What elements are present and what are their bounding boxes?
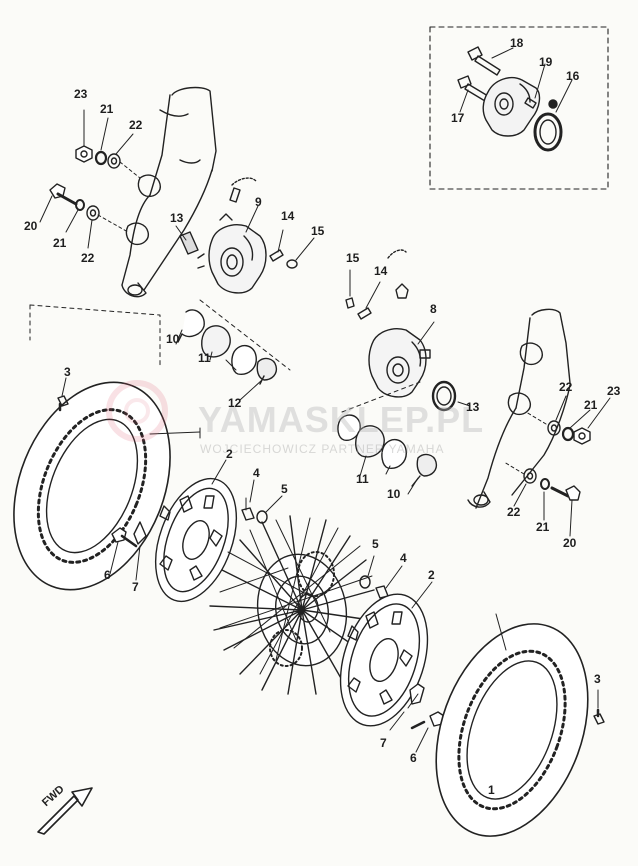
label-19: 19 [539, 55, 553, 69]
label-6-left: 6 [104, 568, 111, 582]
label-6-right: 6 [410, 751, 417, 765]
right-brake-pads [337, 381, 438, 495]
label-3-right: 3 [594, 672, 601, 686]
watermark-title: YAMASKLEP.PL [198, 399, 485, 440]
label-22-right-top: 22 [559, 380, 573, 394]
label-11-right: 11 [356, 472, 369, 486]
wire-spoke-hub [209, 515, 375, 695]
label-14-left: 14 [281, 209, 295, 223]
label-9: 9 [255, 195, 262, 209]
label-21-left-bottom: 21 [53, 236, 67, 250]
label-22-left-bottom: 22 [81, 251, 95, 265]
watermark-logo [106, 380, 168, 442]
left-brake-pads [29, 299, 291, 401]
label-20-left: 20 [24, 219, 38, 233]
right-disc-flange [339, 581, 433, 727]
right-top-fasteners [525, 395, 611, 445]
left-caliper [175, 205, 315, 294]
right-caliper [345, 269, 471, 412]
watermark-subtitle: WOJCIECHOWICZ PARTNER YAMAHA [200, 442, 445, 456]
label-23-left: 23 [74, 87, 88, 101]
right-disc-bolt [593, 689, 605, 725]
label-7-right: 7 [380, 736, 387, 750]
left-hub-spacers [241, 479, 283, 524]
label-22-left-top: 22 [129, 118, 143, 132]
left-disc-bolt [57, 377, 69, 412]
label-22-right-bottom: 22 [507, 505, 521, 519]
label-15-right: 15 [346, 251, 360, 265]
label-3-left: 3 [64, 365, 71, 379]
label-17: 17 [451, 111, 465, 125]
label-21-left-top: 21 [100, 102, 114, 116]
label-21-right-top: 21 [584, 398, 598, 412]
label-18: 18 [510, 36, 524, 50]
left-flange-bolts [109, 521, 147, 581]
label-13-left: 13 [170, 211, 184, 225]
label-4-left: 4 [253, 466, 260, 480]
label-14-right: 14 [374, 264, 388, 278]
label-23-right: 23 [607, 384, 621, 398]
label-7-left: 7 [132, 580, 139, 594]
left-fork-leg [121, 86, 257, 298]
label-20-right: 20 [563, 536, 577, 550]
label-11-left: 11 [198, 351, 211, 365]
label-2-right: 2 [428, 568, 435, 582]
label-12: 12 [228, 396, 242, 410]
label-5-right: 5 [372, 537, 379, 551]
label-5-left: 5 [281, 482, 288, 496]
label-1-right: 1 [488, 783, 495, 797]
right-brake-disc [435, 613, 589, 837]
label-4-right: 4 [400, 551, 407, 565]
label-10-right: 10 [387, 487, 401, 501]
label-8: 8 [430, 302, 437, 316]
left-disc-flange [155, 459, 237, 603]
label-21-right-bottom: 21 [536, 520, 550, 534]
forward-direction-arrow [37, 787, 93, 835]
inset-caliper-detail [429, 26, 609, 190]
right-bottom-fasteners [503, 461, 581, 537]
left-top-fasteners [75, 109, 141, 179]
label-15-left: 15 [311, 224, 325, 238]
label-10-left: 10 [166, 332, 180, 346]
label-16: 16 [566, 69, 580, 83]
left-bottom-fasteners [39, 183, 129, 249]
label-13-right: 13 [466, 400, 480, 414]
label-2-left: 2 [226, 447, 233, 461]
right-fork-leg [387, 249, 571, 509]
